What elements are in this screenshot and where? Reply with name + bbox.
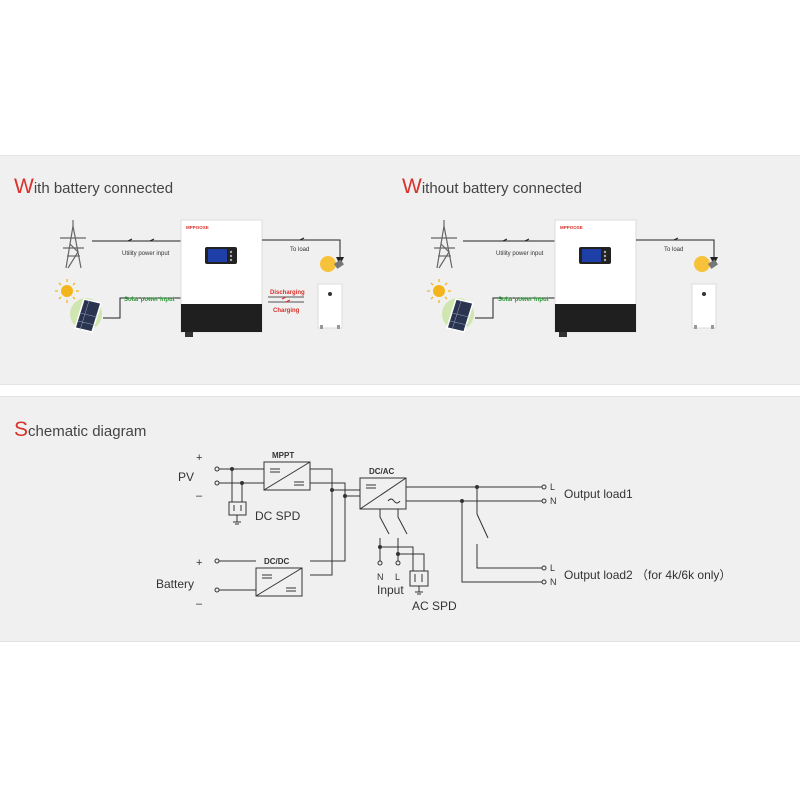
utility-power-label: Utility power input (122, 251, 170, 257)
system-diagrams-panel: With battery connected Without battery c… (0, 155, 800, 385)
heading-without-battery: Without battery connected (402, 175, 582, 198)
heading-schematic: Schematic diagram (14, 418, 147, 441)
schematic-diagram: + PV – DC SPD MPPT + Battery – DC/DC DC/… (156, 451, 731, 613)
solar-power-label: Solar power input (498, 297, 549, 303)
schematic-panel: Schematic diagram (0, 396, 800, 642)
solar-panel-icon (442, 298, 474, 333)
dcac-label: DC/AC (369, 467, 395, 476)
system-diagrams: Utility power input Solar power input MP… (55, 219, 718, 337)
pv-label: PV (178, 470, 194, 484)
diagram-without-battery: Utility power input Solar power input MP… (427, 219, 718, 337)
battery-unit (691, 283, 717, 329)
pv-minus: – (196, 490, 203, 502)
inverter-unit: MPPOOSE (180, 219, 263, 337)
heading-with-battery: With battery connected (14, 175, 174, 198)
sun-icon (55, 279, 79, 303)
battery-minus: – (196, 598, 203, 610)
pv-plus: + (196, 452, 202, 464)
ac-spd-label: AC SPD (412, 599, 457, 613)
output2-l: L (550, 563, 555, 573)
output2-n: N (550, 577, 557, 587)
output1-label: Output load1 (564, 487, 633, 501)
mppt-label: MPPT (272, 451, 294, 460)
output2-label: Output load2 （for 4k/6k only） (564, 568, 731, 582)
battery-plus: + (196, 557, 202, 569)
power-pylon-icon (431, 220, 457, 269)
brand-logo: MPPOOSE (560, 225, 583, 230)
battery-unit (317, 283, 343, 329)
output1-l: L (550, 482, 555, 492)
input-n-label: N (377, 572, 384, 582)
power-pylon-icon (60, 220, 86, 269)
dcdc-label: DC/DC (264, 557, 290, 566)
output1-n: N (550, 496, 557, 506)
utility-power-label: Utility power input (496, 251, 544, 257)
brand-logo: MPPOOSE (186, 225, 209, 230)
sun-icon (427, 279, 451, 303)
input-label: Input (377, 583, 404, 597)
inverter-unit: MPPOOSE (554, 219, 637, 337)
solar-panel-icon (70, 298, 102, 333)
dc-spd-label: DC SPD (255, 509, 301, 523)
battery-label: Battery (156, 577, 194, 591)
light-bulb-icon (320, 256, 344, 272)
discharging-label: Discharging (270, 290, 305, 296)
input-l-label: L (395, 572, 400, 582)
light-bulb-icon (694, 256, 718, 272)
diagram-with-battery: Utility power input Solar power input MP… (55, 219, 344, 337)
to-load-label: To load (664, 247, 683, 253)
charging-label: Charging (273, 308, 300, 314)
solar-power-label: Solar power input (124, 297, 175, 303)
to-load-label: To load (290, 247, 309, 253)
